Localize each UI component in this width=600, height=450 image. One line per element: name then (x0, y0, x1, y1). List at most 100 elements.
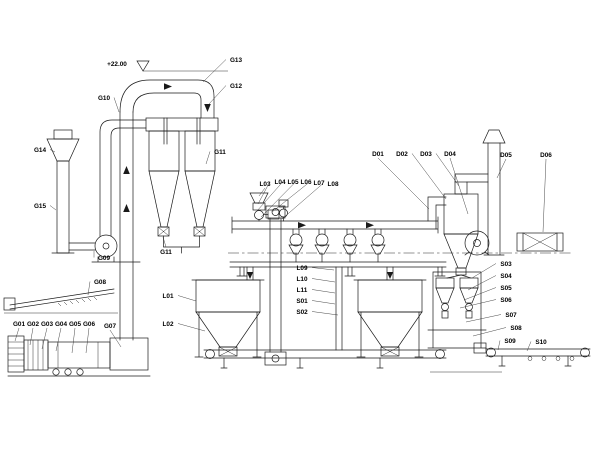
leader-line-G01 (14, 327, 20, 342)
part-tag-L02: L02 (162, 321, 173, 328)
leader-line-G07 (109, 329, 122, 348)
leader-line-G11 (205, 151, 211, 165)
flow-arrow-up-icon (123, 204, 130, 212)
leader-line-G08 (87, 281, 91, 296)
leader-line-L08 (281, 183, 324, 220)
discharge-downpipe (335, 266, 343, 351)
leader-line-S02 (311, 311, 339, 316)
leader-line-D05 (496, 158, 507, 179)
dust-collector-cyclone (427, 173, 489, 276)
part-tag-S06: S06 (500, 297, 512, 304)
part-tag-G07: G07 (104, 323, 117, 330)
riser-duct (99, 79, 215, 341)
leader-line-G10 (113, 97, 120, 113)
leader-line-L11 (311, 289, 336, 294)
leader-line-D03 (435, 153, 460, 187)
part-tag-G01: G01 (13, 321, 26, 328)
flow-arrow-down-icon (204, 104, 211, 112)
exhaust-stack-left (46, 129, 80, 254)
leader-line-L06 (260, 181, 297, 218)
part-tag-D05: D05 (500, 152, 512, 159)
part-tag-G11: G11 (160, 249, 172, 256)
part-tag-G04: G04 (55, 321, 68, 328)
part-tag-L08: L08 (327, 181, 338, 188)
leader-line-S06 (459, 299, 497, 309)
part-tag-D02: D02 (396, 151, 408, 158)
flow-arrow-up-icon (123, 166, 130, 174)
leader-line-L10 (311, 278, 336, 283)
part-tag-G02: G02 (27, 321, 40, 328)
flow-arrow-right-icon (366, 222, 374, 229)
leader-line-D06 (542, 158, 547, 233)
bagging-station (427, 271, 487, 349)
support-beam (229, 261, 447, 281)
leader-line-D04 (449, 157, 469, 215)
leader-line-G03 (41, 327, 48, 350)
leader-line-G13 (202, 59, 227, 83)
datum-triangle-icon (136, 60, 150, 72)
part-tag-S02: S02 (296, 309, 308, 316)
part-tag-L10: L10 (296, 276, 307, 283)
part-tag-G14: G14 (34, 147, 47, 154)
leader-line-S10 (526, 341, 532, 352)
part-tag-G12: G12 (230, 83, 243, 90)
furnace-system (7, 335, 151, 377)
part-tag-D06: D06 (540, 152, 552, 159)
exhaust-stack-right (482, 129, 506, 256)
part-tag-L05: L05 (287, 179, 298, 186)
leader-line-S09 (497, 340, 501, 351)
leader-line-G12 (208, 85, 227, 105)
part-tag-D01: D01 (372, 151, 384, 158)
part-tag-L09: L09 (296, 265, 307, 272)
leader-line-S01 (311, 300, 336, 305)
feed-assembly (249, 192, 289, 222)
part-tag-D03: D03 (420, 151, 432, 158)
leader-line-S07 (465, 314, 502, 323)
part-tag-G05: G05 (69, 321, 82, 328)
elevation-label: +22.00 (107, 61, 127, 68)
part-tag-S05: S05 (500, 285, 512, 292)
leader-line-G15 (49, 205, 57, 211)
part-tag-L01: L01 (162, 293, 173, 300)
flow-arrow-down-icon (246, 272, 254, 279)
flow-arrow-right-icon (298, 222, 306, 229)
leader-line-G04 (55, 327, 62, 352)
leader-line-S08 (472, 327, 507, 337)
product-hopper-1 (191, 279, 265, 358)
part-tag-L11: L11 (297, 287, 308, 294)
bagging-conveyor (473, 342, 591, 367)
part-tag-G06: G06 (83, 321, 96, 328)
leader-line-G06 (85, 327, 90, 354)
part-tag-G03: G03 (41, 321, 54, 328)
part-tag-G15: G15 (34, 203, 47, 210)
leader-line-G05 (71, 327, 76, 354)
leader-line-L05 (256, 181, 284, 212)
part-tag-L06: L06 (300, 179, 311, 186)
twin-cyclone-separators (145, 117, 219, 254)
part-tag-L03: L03 (259, 181, 270, 188)
flow-arrow-right-icon (164, 83, 172, 90)
leader-line-G14 (49, 149, 56, 153)
part-tag-S03: S03 (500, 261, 512, 268)
part-tag-D04: D04 (444, 151, 456, 158)
part-tag-G09: G09 (98, 255, 111, 262)
product-hopper-2 (353, 279, 427, 358)
leader-line-G02 (29, 327, 34, 346)
induced-draft-fan-right (464, 230, 490, 256)
leader-line-S03 (471, 263, 497, 279)
leader-line-L09 (311, 267, 335, 271)
part-tag-S08: S08 (510, 325, 522, 332)
small-cyclone-dischargers (288, 228, 386, 263)
part-tag-L04: L04 (274, 179, 285, 186)
part-tag-G11: G11 (214, 149, 226, 156)
pneumatic-conveying-manifold (231, 216, 439, 234)
part-tag-S09: S09 (504, 338, 516, 345)
part-tag-S10: S10 (535, 339, 547, 346)
part-tag-S04: S04 (500, 273, 512, 280)
part-tag-G13: G13 (230, 57, 243, 64)
bucket-elevator (264, 205, 287, 366)
screw-conveyor (203, 349, 502, 373)
